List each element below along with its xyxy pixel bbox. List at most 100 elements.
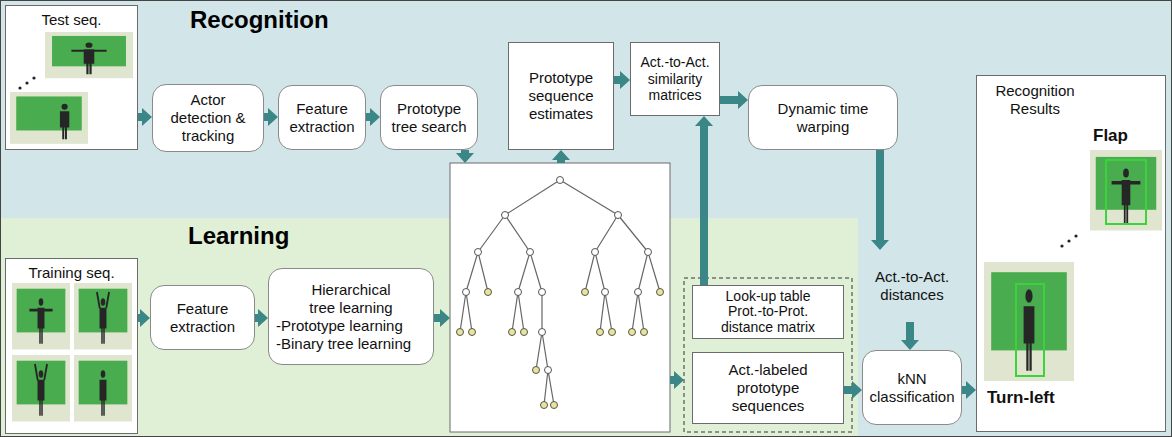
video-frame bbox=[1090, 150, 1162, 231]
node-sublabel: Turn-left bbox=[987, 388, 1055, 408]
video-frame bbox=[74, 355, 132, 422]
data-box: Look-up table Prot.-to-Prot. distance ma… bbox=[692, 285, 844, 339]
tree-leaf bbox=[533, 367, 540, 374]
tree-node bbox=[592, 249, 599, 256]
arrow-head bbox=[140, 309, 150, 327]
arrow-head bbox=[370, 108, 380, 126]
arrow-head bbox=[268, 108, 278, 126]
panel-ground bbox=[976, 75, 1166, 432]
arrow-head bbox=[966, 381, 976, 399]
flow-arrow bbox=[552, 150, 570, 163]
tree-node bbox=[539, 289, 546, 296]
process-box: Hierarchical tree learning-Prototype lea… bbox=[268, 268, 434, 365]
panel-ground bbox=[5, 258, 138, 434]
flow-arrow bbox=[871, 150, 889, 250]
node-label: Prototype sequence estimates bbox=[513, 69, 609, 123]
detection-box bbox=[1016, 284, 1044, 376]
frame-background bbox=[1090, 150, 1162, 231]
data-text: Act.-to-Act. distances bbox=[862, 250, 962, 322]
tree-node bbox=[463, 289, 470, 296]
video-frame bbox=[45, 32, 133, 78]
process-box: Feature extraction bbox=[150, 285, 255, 350]
dashed-group bbox=[684, 278, 852, 432]
flow-arrow bbox=[456, 150, 474, 163]
tree-branches bbox=[460, 180, 660, 405]
frame-background bbox=[10, 92, 88, 144]
arrow-head bbox=[695, 116, 713, 126]
flow-arrow bbox=[138, 108, 152, 126]
node-label: Actor detection & tracking bbox=[162, 91, 254, 145]
actor-figure bbox=[29, 298, 52, 344]
sequence-panel: Training seq. bbox=[5, 258, 138, 434]
frame-background bbox=[984, 262, 1074, 381]
tree-node bbox=[475, 249, 482, 256]
flow-arrow bbox=[366, 108, 380, 126]
process-box: Dynamic time warping bbox=[748, 85, 898, 150]
detection-box bbox=[1106, 160, 1146, 224]
process-box: Prototype tree search bbox=[380, 85, 478, 150]
arrow-head bbox=[852, 381, 862, 399]
tree-leaf bbox=[657, 289, 664, 296]
tree-leaf bbox=[609, 329, 616, 336]
learning-region bbox=[0, 218, 858, 437]
node-sublabel: -Binary tree learning bbox=[276, 335, 426, 353]
frame-background bbox=[45, 32, 133, 78]
flow-arrow bbox=[264, 108, 278, 126]
arrow-head bbox=[258, 309, 268, 327]
flow-arrow bbox=[844, 381, 862, 399]
tree-leaf bbox=[457, 329, 464, 336]
section-heading: Learning bbox=[188, 222, 289, 250]
flow-arrow bbox=[434, 309, 450, 327]
tree-leaf bbox=[521, 329, 528, 336]
node-label: Feature extraction bbox=[282, 100, 362, 136]
node-sublabel: Flap bbox=[1093, 126, 1128, 146]
node-label: Hierarchical tree learning bbox=[301, 281, 401, 317]
tree-leaf bbox=[629, 329, 636, 336]
tree-node bbox=[502, 212, 509, 219]
tree-leaf bbox=[485, 289, 492, 296]
flow-arrow bbox=[901, 322, 919, 350]
tree-leaf bbox=[541, 402, 548, 409]
data-box: Act.-labeled prototype sequences bbox=[692, 352, 844, 424]
flow-arrow bbox=[614, 71, 630, 89]
ellipsis-dot bbox=[32, 76, 35, 79]
results-panel: Recognition ResultsFlapTurn-left bbox=[976, 75, 1166, 432]
process-box: kNN classification bbox=[862, 350, 962, 425]
arrow-shaft bbox=[700, 125, 708, 285]
ellipsis-dot bbox=[18, 86, 21, 89]
node-label: Test seq. bbox=[6, 11, 137, 29]
arrow-shaft bbox=[906, 322, 914, 341]
tree-node bbox=[539, 329, 546, 336]
tree-leaf-nodes bbox=[457, 289, 664, 409]
node-label: Act.-to-Act. distances bbox=[865, 268, 959, 304]
data-box: Prototype sequence estimates bbox=[508, 42, 614, 150]
tree-leaf bbox=[469, 329, 476, 336]
ellipsis-dot bbox=[25, 81, 28, 84]
video-frame bbox=[12, 355, 70, 422]
tree-node bbox=[602, 289, 609, 296]
flow-arrow bbox=[720, 91, 748, 109]
tree-node bbox=[635, 289, 642, 296]
tree-node bbox=[557, 177, 564, 184]
frame-background bbox=[12, 283, 70, 350]
arrow-shaft bbox=[614, 76, 621, 84]
node-label: Training seq. bbox=[6, 264, 137, 282]
process-box: Feature extraction bbox=[278, 85, 366, 150]
ellipsis-dot bbox=[1074, 234, 1077, 237]
actor-figure bbox=[1112, 168, 1141, 223]
flow-arrow bbox=[962, 381, 976, 399]
tree-leaf bbox=[509, 329, 516, 336]
actor-figure bbox=[96, 292, 110, 344]
tree-leaf bbox=[551, 402, 558, 409]
flow-arrow bbox=[695, 116, 713, 285]
node-label: Recognition Results bbox=[985, 82, 1085, 118]
frame-background bbox=[74, 355, 132, 422]
node-sublabel: -Prototype learning bbox=[276, 317, 426, 335]
video-frame bbox=[984, 262, 1074, 381]
panel-ground bbox=[5, 5, 138, 150]
video-frame bbox=[10, 92, 88, 144]
node-label: Act.-labeled prototype sequences bbox=[713, 361, 823, 415]
flow-arrow bbox=[138, 309, 150, 327]
